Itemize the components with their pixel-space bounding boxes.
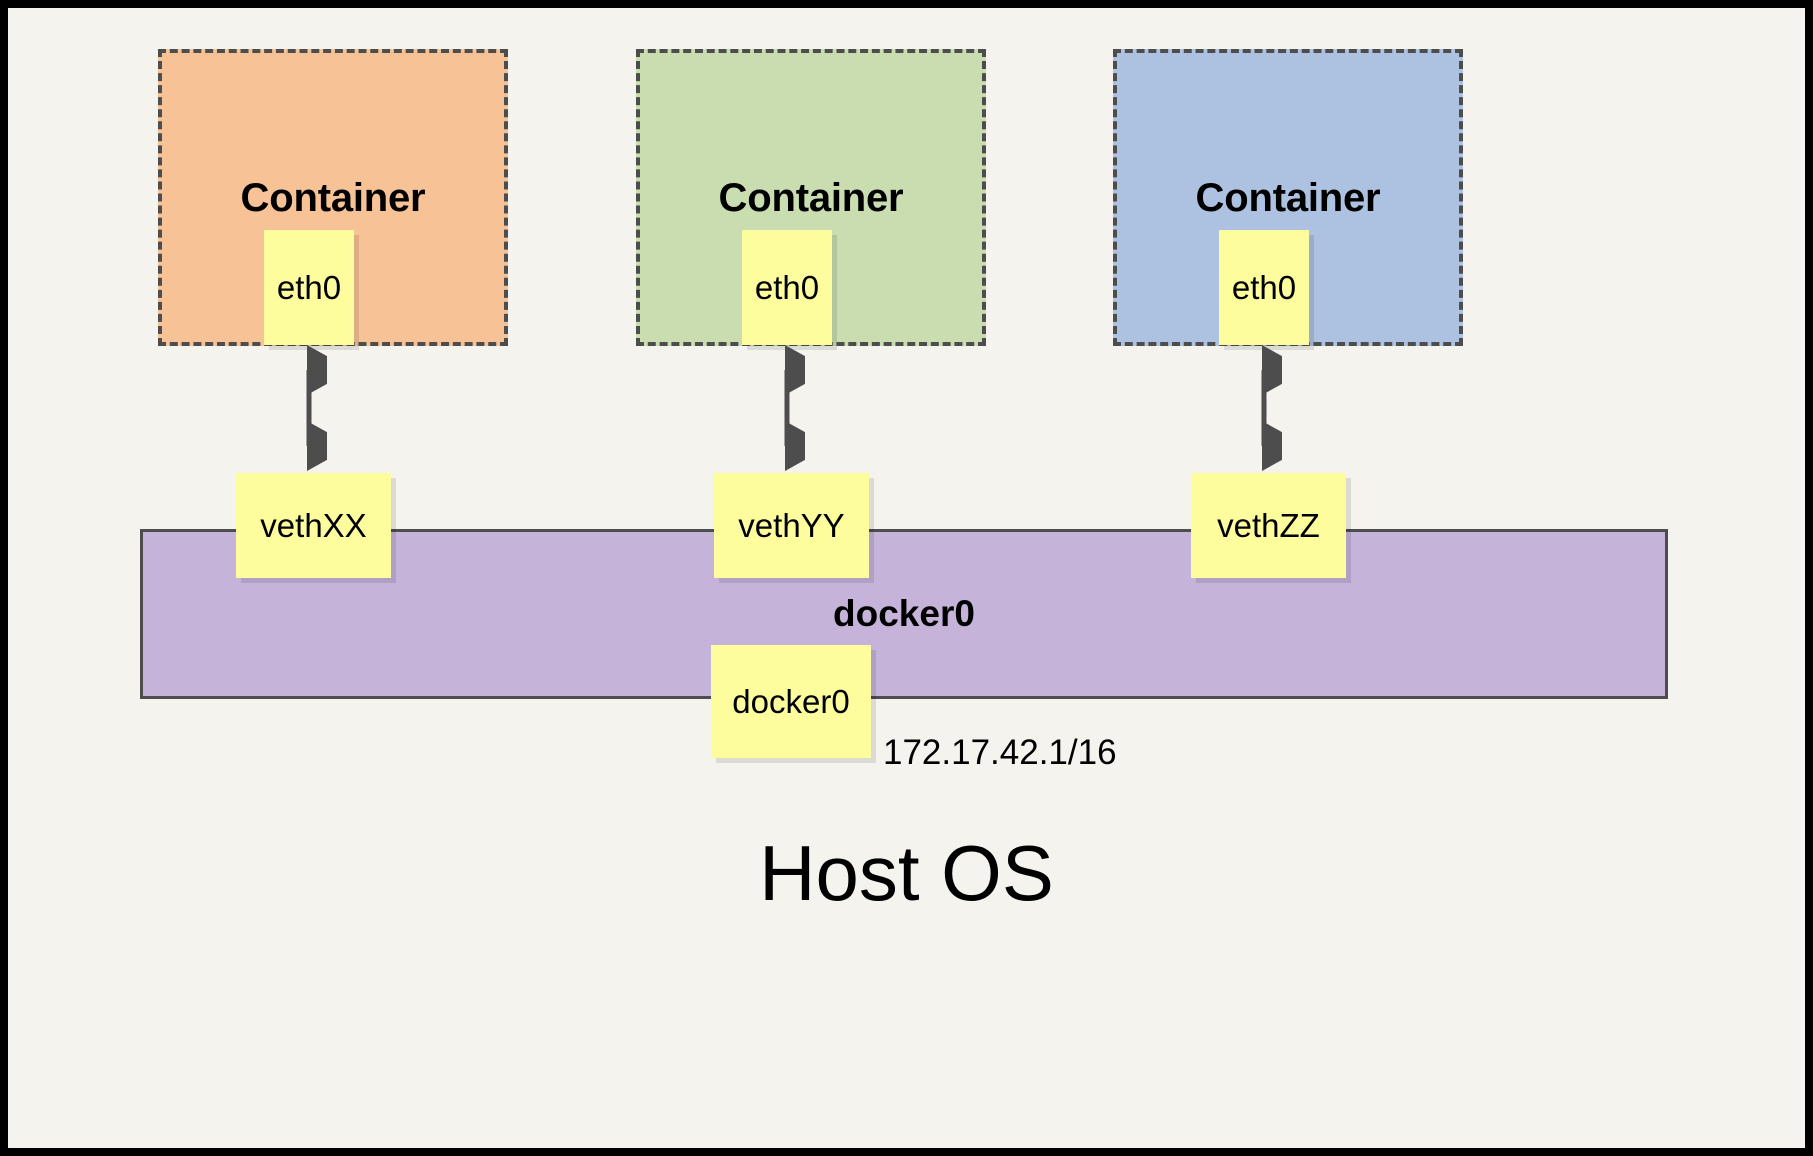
veth-box-1: vethXX bbox=[236, 473, 391, 578]
veth-label-3: vethZZ bbox=[1217, 507, 1320, 544]
veth-arrow-1 bbox=[306, 345, 327, 471]
eth0-box-3: eth0 bbox=[1219, 230, 1309, 345]
docker0-port-label: docker0 bbox=[732, 683, 850, 720]
container-title-3: Container bbox=[1195, 176, 1381, 220]
docker0-ip-label: 172.17.42.1/16 bbox=[883, 733, 1117, 772]
eth0-label-3: eth0 bbox=[1231, 269, 1297, 306]
eth0-box-2: eth0 bbox=[742, 230, 832, 345]
veth-box-3: vethZZ bbox=[1191, 473, 1346, 578]
veth-arrow-2 bbox=[784, 345, 805, 471]
docker0-bridge-bar bbox=[140, 529, 1668, 699]
veth-arrow-3 bbox=[1261, 345, 1282, 471]
veth-label-1: vethXX bbox=[260, 507, 367, 544]
container-title-1: Container bbox=[240, 176, 426, 220]
veth-label-2: vethYY bbox=[738, 507, 845, 544]
eth0-box-1: eth0 bbox=[264, 230, 354, 345]
eth0-label-1: eth0 bbox=[276, 269, 342, 306]
host-os-title: Host OS bbox=[759, 829, 1054, 917]
container-title-2: Container bbox=[718, 176, 904, 220]
docker0-port-box: docker0 bbox=[711, 645, 871, 758]
diagram-canvas: Container eth0 Container eth0 Container … bbox=[8, 8, 1805, 1148]
veth-box-2: vethYY bbox=[714, 473, 869, 578]
docker0-bridge-label: docker0 bbox=[833, 593, 975, 634]
eth0-label-2: eth0 bbox=[754, 269, 820, 306]
